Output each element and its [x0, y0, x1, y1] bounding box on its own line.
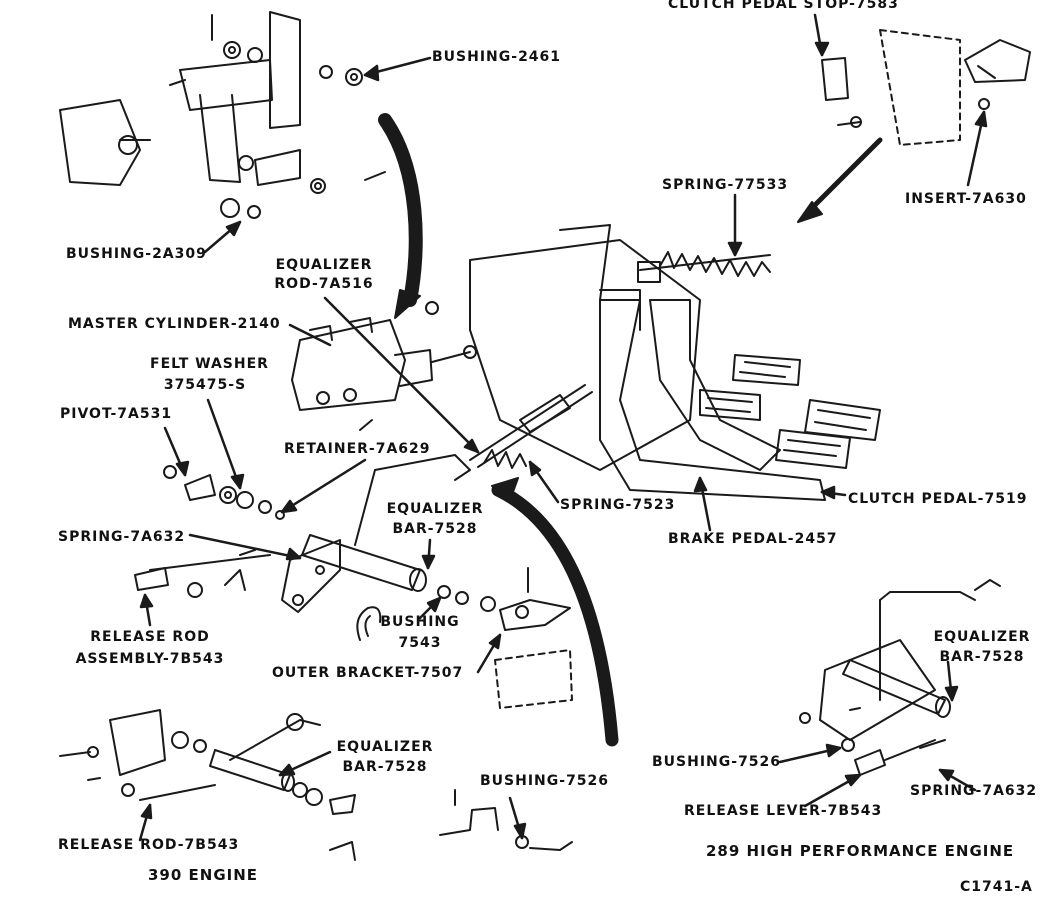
equalizer-linkage [281, 384, 593, 613]
label-release-rod-assembly-line2: ASSEMBLY-7B543 [75, 651, 225, 667]
pedal-arms [599, 299, 881, 501]
label-bushing-7526-hp: BUSHING-7526 [652, 754, 782, 770]
label-brake-pedal: BRAKE PEDAL-2457 [668, 531, 838, 547]
curved-arrows [378, 113, 883, 747]
label-equalizer-bar-hp-line1: EQUALIZER [933, 629, 1031, 645]
label-equalizer-bar-main-line2: BAR-7528 [392, 521, 478, 537]
leader-lines [138, 13, 988, 842]
label-outer-bracket: OUTER BRACKET-7507 [272, 665, 464, 681]
pedal-stop-assembly [821, 29, 1031, 146]
label-bushing-2461: BUSHING-2461 [432, 49, 562, 65]
label-retainer: RETAINER-7A629 [284, 441, 431, 457]
label-equalizer-bar-main-line1: EQUALIZER [386, 501, 484, 517]
label-insert: INSERT-7A630 [905, 191, 1027, 207]
label-bushing-7543-line2: 7543 [398, 635, 442, 651]
label-engine-390: 390 ENGINE [148, 866, 259, 884]
label-bushing-2a309: BUSHING-2A309 [66, 246, 207, 262]
figure-id: C1741-A [960, 879, 1033, 895]
release-rod-assembly [134, 465, 285, 598]
engine-390-variant [59, 709, 356, 861]
pedal-support-bracket [469, 224, 771, 471]
label-equalizer-rod-line2: ROD-7A516 [274, 276, 374, 292]
master-cylinder [291, 301, 477, 431]
label-clutch-pedal-stop: CLUTCH PEDAL STOP-7583 [668, 0, 899, 12]
label-pivot: PIVOT-7A531 [60, 406, 173, 422]
label-clutch-pedal: CLUTCH PEDAL-7519 [848, 491, 1028, 507]
label-equalizer-bar-390-line2: BAR-7528 [342, 759, 428, 775]
label-felt-washer-line2: 375475-S [163, 377, 247, 393]
label-equalizer-bar-390-line1: EQUALIZER [336, 739, 434, 755]
label-bushing-7543-line1: BUSHING [380, 614, 460, 630]
label-release-rod-assembly-line1: RELEASE ROD [90, 629, 210, 645]
label-equalizer-rod-line1: EQUALIZER [275, 257, 373, 273]
firewall-bracket-assembly [59, 11, 386, 219]
label-equalizer-bar-hp-line2: BAR-7528 [939, 649, 1025, 665]
label-spring-7a632-main: SPRING-7A632 [58, 529, 186, 545]
label-master-cylinder: MASTER CYLINDER-2140 [68, 316, 281, 332]
label-bushing-7526-center: BUSHING-7526 [480, 773, 610, 789]
label-release-rod-390: RELEASE ROD-7B543 [58, 837, 240, 853]
label-spring-7523: SPRING-7523 [560, 497, 676, 513]
label-spring-7a632-hp: SPRING-7A632 [910, 783, 1038, 799]
outer-bracket-assembly [356, 567, 573, 709]
label-felt-washer-line1: FELT WASHER [150, 356, 269, 372]
label-spring-77533: SPRING-77533 [662, 177, 789, 193]
label-engine-289: 289 HIGH PERFORMANCE ENGINE [706, 842, 1015, 860]
engine-289-hp-variant [799, 579, 1001, 776]
label-release-lever: RELEASE LEVER-7B543 [684, 803, 883, 819]
bushing-7526-detail [439, 789, 573, 851]
